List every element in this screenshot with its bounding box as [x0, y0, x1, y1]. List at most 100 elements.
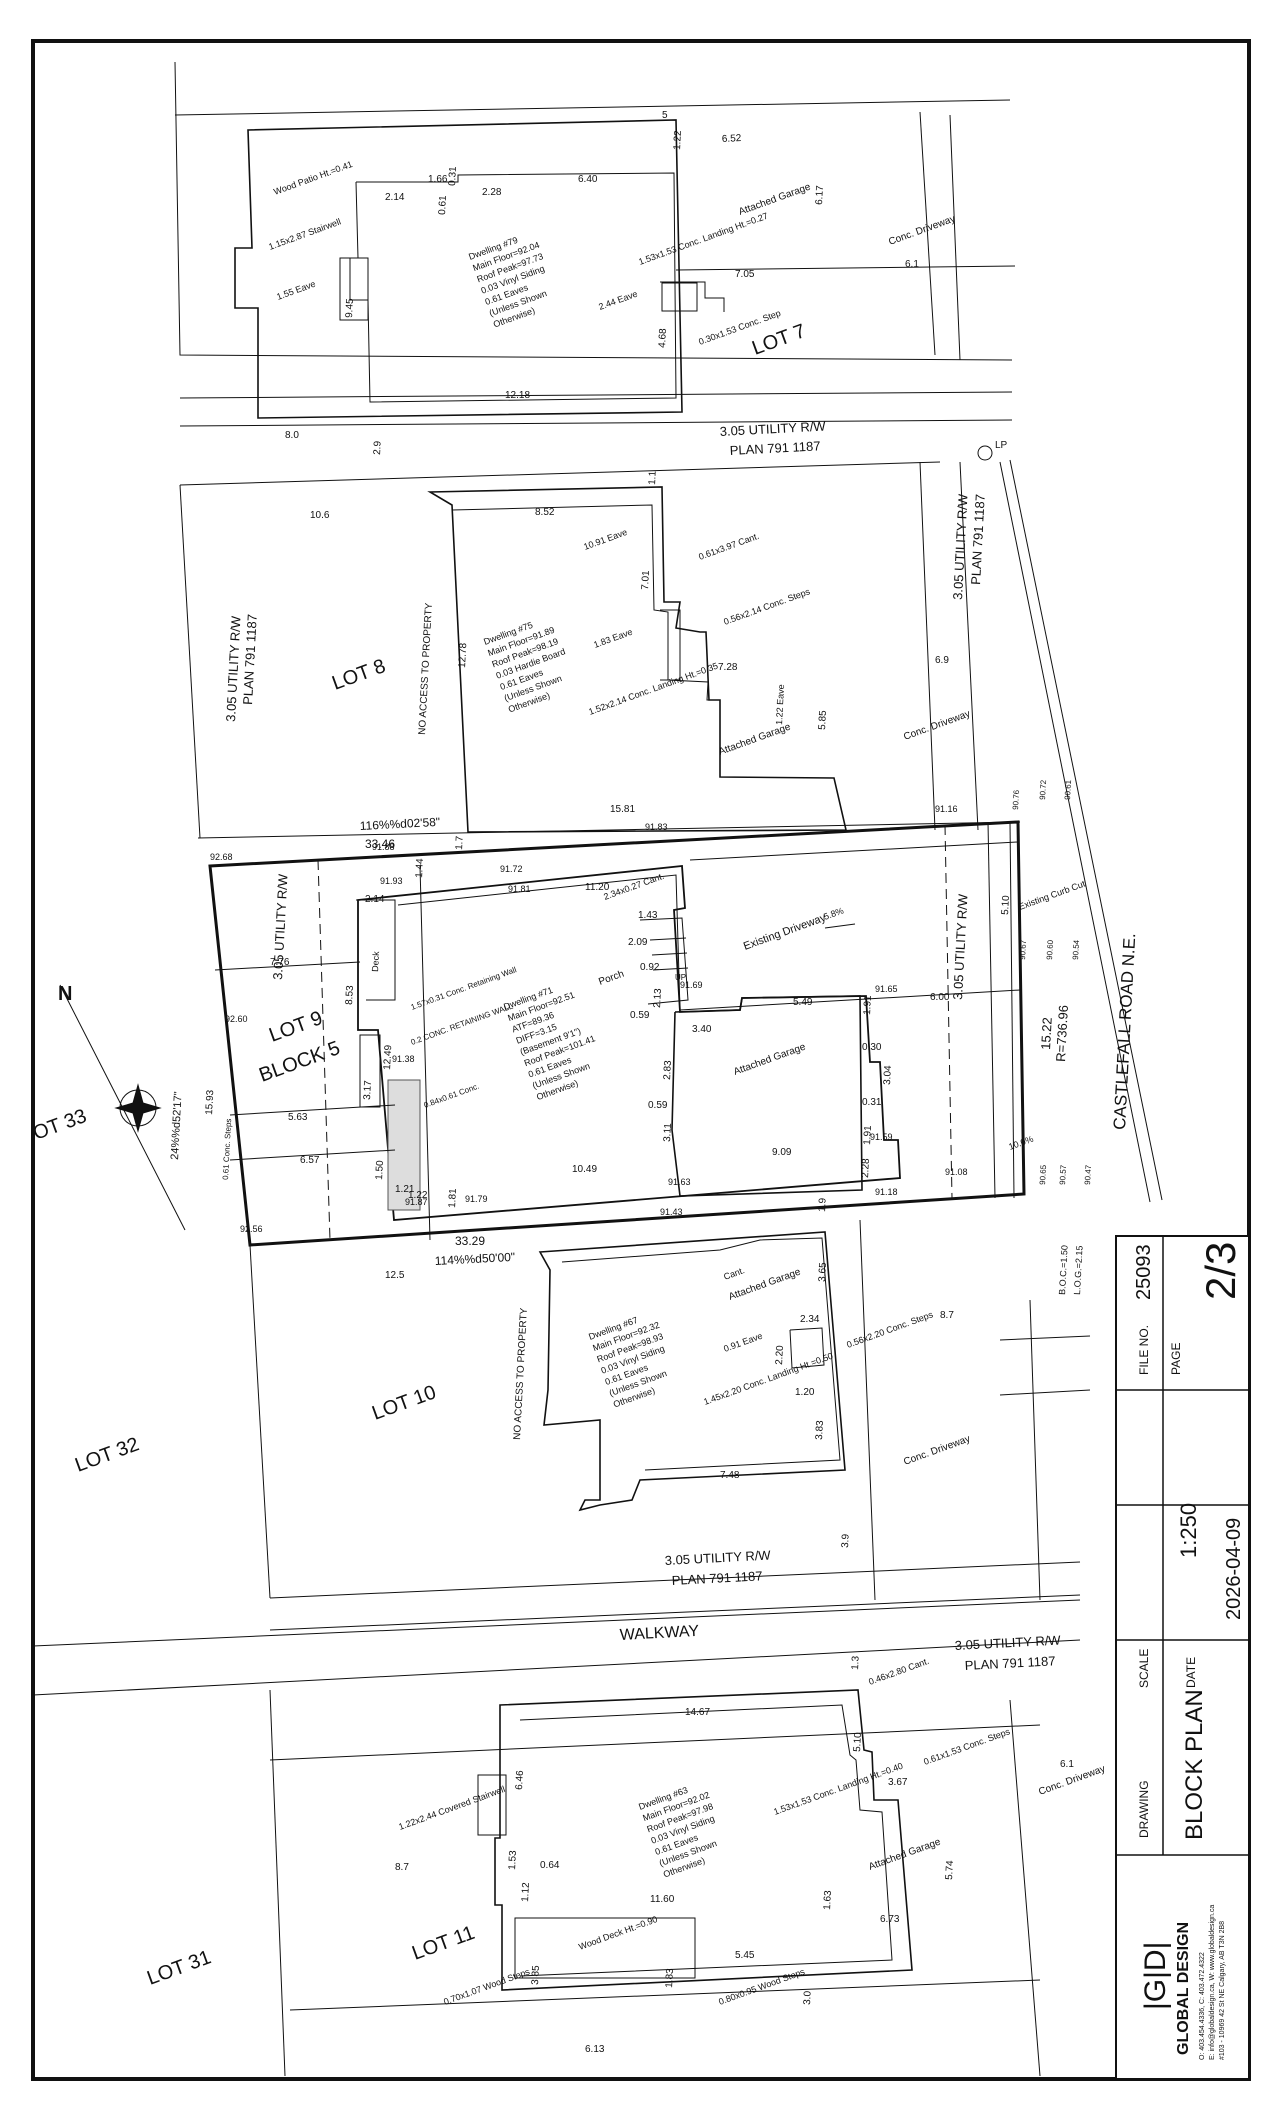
dim: 2.28 [482, 187, 502, 198]
dim: 0.31 [862, 1097, 882, 1108]
dim: 1.53 [507, 1850, 519, 1870]
dim: 5.49 [793, 997, 813, 1008]
title-block-frame [1115, 1235, 1250, 2080]
bearing-top: 116%%d02'58" [359, 815, 440, 833]
dim: 6.13 [585, 2044, 605, 2055]
dim: 91.43 [660, 1207, 683, 1217]
lot9-bottom-hatch [229, 1149, 396, 1161]
north-arrow-star [114, 1083, 162, 1133]
dim: 15.93 [204, 1089, 216, 1115]
dimension-values: 6.52 1.22 5 6.40 0.31 2.28 1.66 2.14 0.6… [204, 110, 1093, 2055]
lot9-house-wall-inner [397, 874, 681, 1011]
lot7-driveway-a [919, 111, 936, 356]
dim: 2.09 [628, 937, 648, 948]
castlefall-edge-a [1009, 459, 1163, 1201]
dim: 6.73 [880, 1914, 900, 1925]
page-label: PAGE [1169, 1343, 1183, 1375]
dim: 0.59 [648, 1100, 668, 1111]
dim: 1.50 [374, 1160, 386, 1180]
dim: 90.76 [1011, 789, 1021, 810]
dim: 91.88 [372, 842, 395, 852]
dim: 3.04 [882, 1065, 894, 1085]
company-name: GLOBAL DESIGN [1175, 1922, 1192, 2055]
dim: 8.52 [535, 507, 555, 518]
dim: 1.20 [795, 1387, 815, 1398]
lot10-landing [789, 1327, 825, 1369]
dim: 6.57 [300, 1155, 320, 1166]
dim: 91.93 [380, 876, 403, 886]
page-value: 2/3 [1197, 1242, 1244, 1300]
scale-value: 1:250 [1176, 1503, 1201, 1558]
walkway-edge-top [32, 1599, 1081, 1647]
dim: 5.85 [817, 710, 829, 730]
dim: 3.85 [530, 1965, 542, 1985]
dim: 5.45 [735, 1950, 755, 1961]
boc-label: B.O.C.=1.50 [1057, 1245, 1070, 1295]
dim: 1.91 [862, 995, 874, 1015]
drawing-label: DRAWING [1137, 1780, 1151, 1838]
lot8-house-inner [451, 504, 720, 701]
dim: 2.28 [860, 1158, 872, 1178]
dim: 11.60 [650, 1894, 675, 1905]
company-contact-2: E: info@globaldesign.ca, W: www.globalde… [1209, 1905, 1216, 2060]
dim: 6.9 [935, 655, 949, 666]
dim: 6.46 [514, 1770, 526, 1790]
lot9-boundary [208, 820, 1026, 1247]
rw-label-lot7: 3.05 UTILITY R/W [719, 418, 826, 439]
dim: 8.7 [395, 1862, 409, 1873]
dim: 2.14 [365, 894, 385, 905]
company-logo: |G|D| [1139, 1942, 1172, 2010]
lot11-stairwell [477, 1774, 507, 1836]
dim: 91.63 [668, 1177, 691, 1187]
lot10-rw-b [269, 1594, 1081, 1631]
deck-label: Deck [370, 951, 381, 972]
dim: 8.0 [285, 430, 299, 441]
dim: 2.13 [652, 988, 664, 1008]
dim: 90.57 [1058, 1164, 1068, 1185]
dim: 1.22 [672, 130, 684, 150]
lot11-driveway [1009, 1699, 1041, 2077]
lot9-rw-dashed-right [944, 824, 953, 1199]
dim: 91.79 [465, 1194, 488, 1204]
lot7-driveway-b [675, 265, 1016, 271]
lot10-house-outline [538, 1231, 846, 1512]
title-block: FILE NO. 25093 PAGE 2/3 SCALE 1:250 DATE… [1115, 1235, 1250, 2080]
dim: 7.76 [270, 957, 290, 968]
lp-label: LP [995, 440, 1008, 451]
dim: 1.22 [408, 1190, 428, 1201]
lot9-rw-line [987, 821, 996, 1199]
dim: 3.83 [814, 1420, 826, 1440]
dim: 1.7 [454, 835, 466, 850]
lot8-side-a [197, 821, 1021, 839]
lot8-rw-a [919, 461, 936, 831]
dim: 1.81 [447, 1188, 459, 1208]
dim: 6.1 [1060, 1759, 1074, 1770]
dim: 3.9 [840, 1533, 852, 1548]
dim: 6.17 [814, 185, 826, 205]
dim: 5.63 [288, 1112, 308, 1123]
lot9-driveway-line-b [679, 989, 1021, 1011]
dim: 0.64 [540, 1860, 560, 1871]
castlefall-edge-b [999, 461, 1151, 1203]
dim: 1.43 [638, 910, 658, 921]
lot11-left [269, 1689, 286, 2077]
lot9-dim-line-1 [419, 865, 431, 1241]
lot8-rw-b [959, 461, 979, 831]
rw-label-lot11: 3.05 UTILITY R/W [954, 1632, 1061, 1653]
dim: 90.54 [1071, 939, 1081, 960]
dim: 10.6 [310, 510, 330, 521]
dim: 91.83 [645, 822, 668, 832]
lot11-house-inner [519, 1704, 893, 1977]
dim: 8.53 [344, 985, 356, 1005]
dim: 92.56 [240, 1224, 263, 1234]
lot11-house-outline [494, 1689, 913, 1991]
north-label: N [58, 983, 72, 1005]
dim: 90.60 [1045, 939, 1055, 960]
dim: 2.14 [385, 192, 405, 203]
dim: 90.67 [1018, 939, 1028, 960]
dim: 7.05 [735, 269, 755, 280]
dim: 3.0 [802, 1990, 814, 2005]
dim: 91.38 [392, 1054, 415, 1064]
company-contact-3: #103 - 10969 42 St NE Calgary, AB T3N 2B… [1219, 1921, 1226, 2060]
lot7-rw-top [179, 391, 1013, 399]
